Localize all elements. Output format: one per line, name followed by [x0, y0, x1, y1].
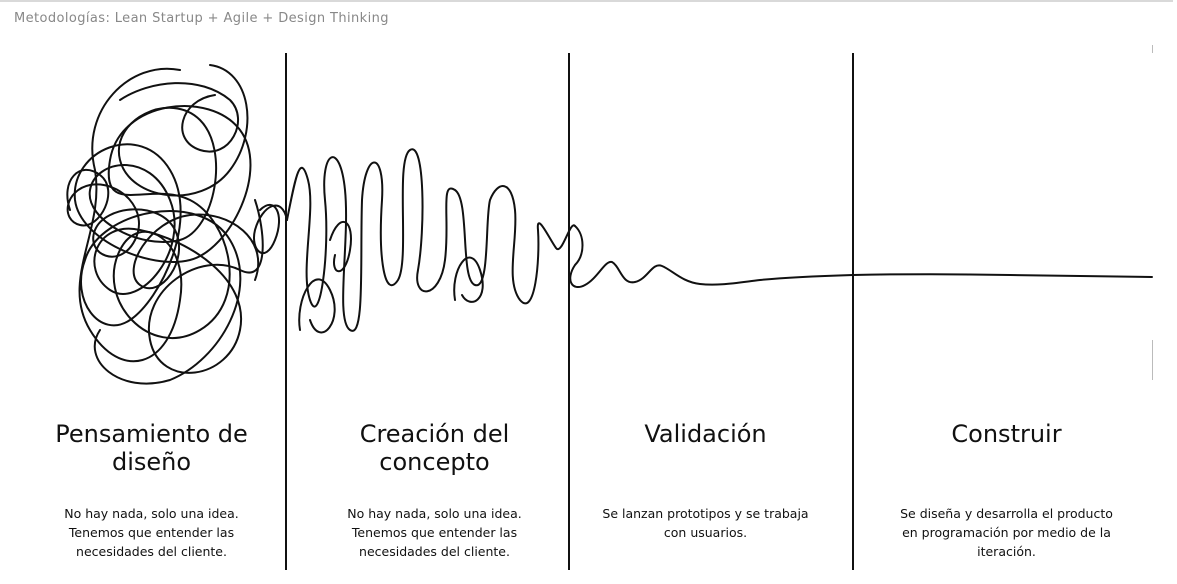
phase-validation: Validación Se lanzan prototipos y se tra… [564, 420, 847, 542]
page-header: Metodologías: Lean Startup + Agile + Des… [14, 11, 389, 26]
phase-title: Construir [951, 420, 1062, 448]
phase-divider-3 [852, 53, 854, 570]
phase-concept-creation: Creación del concepto No hay nada, solo … [293, 420, 576, 561]
phase-build: Construir Se diseña y desarrolla el prod… [865, 420, 1148, 561]
phase-description: Se diseña y desarrolla el producto en pr… [900, 506, 1113, 559]
scribble-chaos-3 [66, 82, 288, 290]
phase-title: Validación [644, 420, 767, 448]
scribble-loops-2 [298, 220, 484, 334]
right-edge-mark [1152, 340, 1153, 380]
scribble-damping [569, 225, 854, 288]
scribble-chaos-2 [88, 64, 264, 374]
phase-description: Se lanzan prototipos y se trabaja con us… [602, 506, 809, 540]
top-rule [0, 0, 1173, 2]
design-squiggle-illustration [66, 64, 1153, 385]
phase-design-thinking: Pensamiento de diseño No hay nada, solo … [10, 420, 293, 561]
scribble-loops [286, 148, 576, 332]
phase-description: No hay nada, solo una idea. Tenemos que … [347, 506, 522, 559]
phase-divider-1 [285, 53, 287, 570]
phase-title: Creación del concepto [359, 420, 510, 476]
phase-divider-2 [568, 53, 570, 570]
right-edge-mark [1152, 45, 1153, 53]
phase-title: Pensamiento de diseño [55, 420, 248, 476]
scribble-flat-line [852, 273, 1153, 278]
phase-description: No hay nada, solo una idea. Tenemos que … [64, 506, 239, 559]
